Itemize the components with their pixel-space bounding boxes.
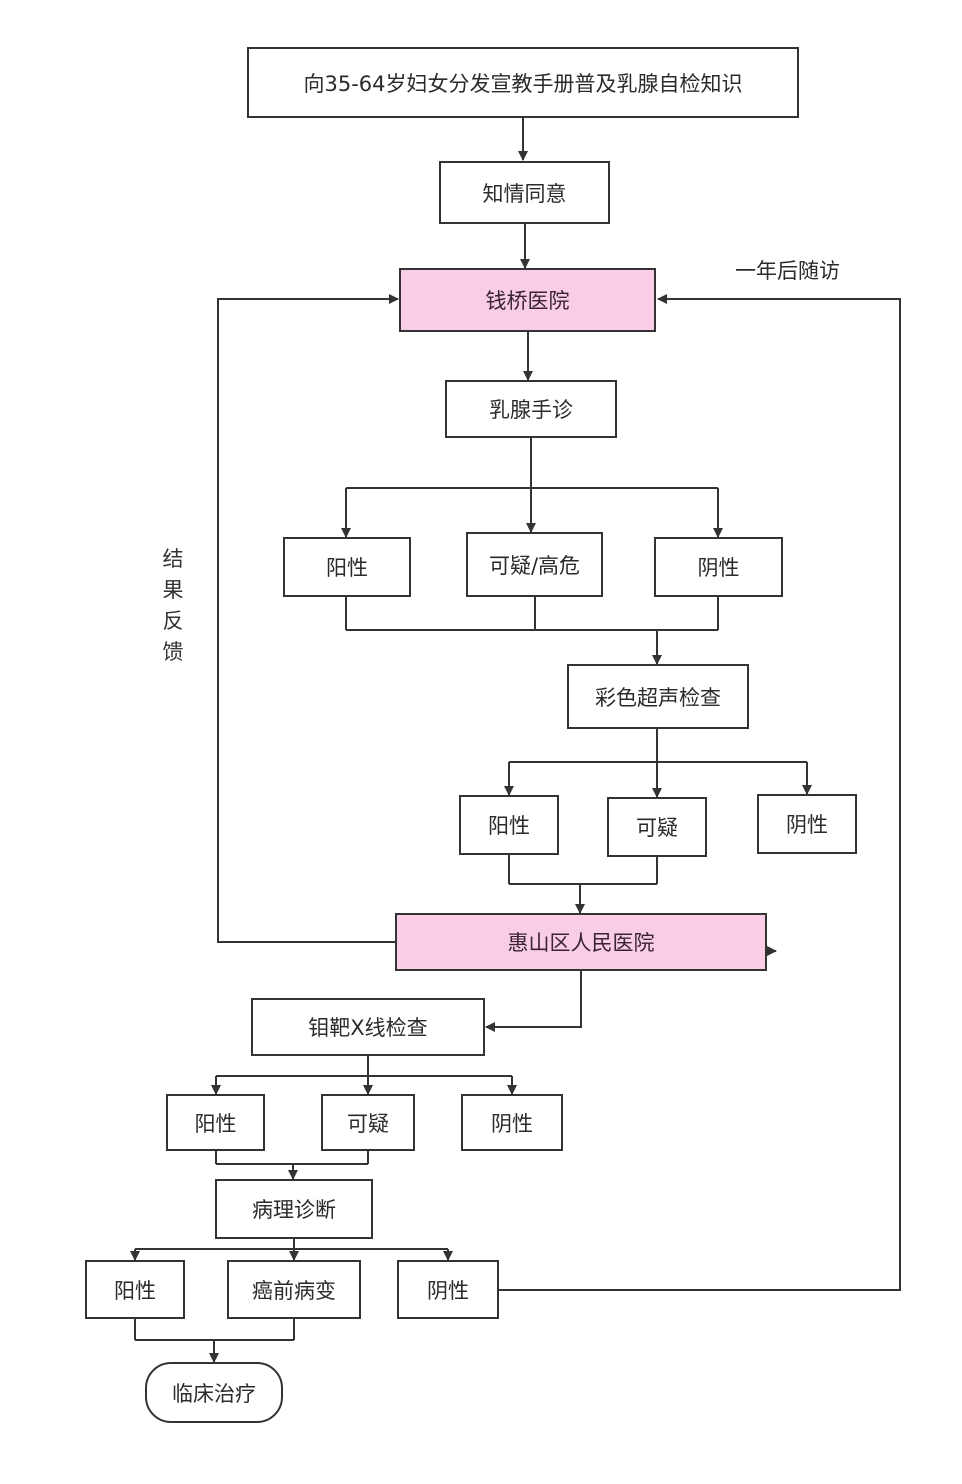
node-us-positive: 阳性 (459, 795, 559, 855)
follow-up-loop-line (498, 294, 901, 1291)
node-mg-suspicious: 可疑 (321, 1094, 415, 1151)
node-pathology-label: 病理诊断 (252, 1198, 336, 1222)
node-consent: 知情同意 (439, 161, 610, 224)
node-ultrasound: 彩色超声检查 (567, 664, 749, 729)
node-clinical-breast-exam: 乳腺手诊 (445, 380, 617, 438)
node-cbe-positive-label: 阳性 (326, 556, 368, 580)
node-qianqiao-hospital: 钱桥医院 (399, 268, 656, 332)
node-cbe-suspicious-label: 可疑/高危 (488, 553, 581, 578)
node-path-positive-label: 阳性 (114, 1278, 156, 1303)
node-consent-label: 知情同意 (482, 181, 567, 206)
node-path-positive: 阳性 (85, 1260, 185, 1319)
feedback-label: 结果反馈 (162, 547, 184, 664)
node-cbe-negative-label: 阴性 (697, 556, 740, 580)
arrow-huishan-to-mammography (485, 971, 582, 1032)
node-us-suspicious-label: 可疑 (636, 816, 678, 840)
node-ultrasound-label: 彩色超声检查 (595, 685, 721, 710)
follow-up-label: 一年后随访 (735, 259, 840, 283)
node-path-precancerous: 癌前病变 (227, 1260, 361, 1319)
node-path-negative: 阴性 (397, 1260, 499, 1319)
node-start: 向35-64岁妇女分发宣教手册普及乳腺自检知识 (247, 47, 799, 118)
node-path-negative-label: 阴性 (427, 1278, 469, 1303)
feedback-loop-line (217, 294, 399, 943)
node-mammography-label: 钼靶X线检查 (308, 1016, 428, 1040)
node-us-negative: 阴性 (757, 794, 857, 854)
node-mg-suspicious-label: 可疑 (347, 1111, 389, 1136)
node-clinical-treatment: 临床治疗 (145, 1362, 283, 1423)
node-qianqiao-hospital-label: 钱桥医院 (485, 289, 570, 313)
node-mammography: 钼靶X线检查 (251, 998, 485, 1056)
node-us-suspicious: 可疑 (607, 797, 707, 857)
node-huishan-hospital: 惠山区人民医院 (395, 913, 767, 971)
node-cbe-negative: 阴性 (654, 537, 783, 597)
node-mg-positive: 阳性 (166, 1094, 265, 1151)
node-start-label: 向35-64岁妇女分发宣教手册普及乳腺自检知识 (303, 71, 743, 96)
node-clinical-breast-exam-label: 乳腺手诊 (489, 398, 573, 422)
node-us-positive-label: 阳性 (488, 814, 530, 838)
node-us-negative-label: 阴性 (786, 813, 828, 837)
node-huishan-hospital-label: 惠山区人民医院 (507, 931, 655, 955)
node-path-precancerous-label: 癌前病变 (252, 1278, 336, 1303)
node-pathology: 病理诊断 (215, 1179, 373, 1239)
node-mg-negative: 阴性 (461, 1094, 563, 1151)
node-cbe-positive: 阳性 (283, 537, 411, 597)
node-cbe-suspicious: 可疑/高危 (466, 532, 603, 597)
node-mg-negative-label: 阴性 (491, 1111, 533, 1136)
node-mg-positive-label: 阳性 (194, 1111, 237, 1136)
node-clinical-treatment-label: 临床治疗 (172, 1381, 256, 1406)
